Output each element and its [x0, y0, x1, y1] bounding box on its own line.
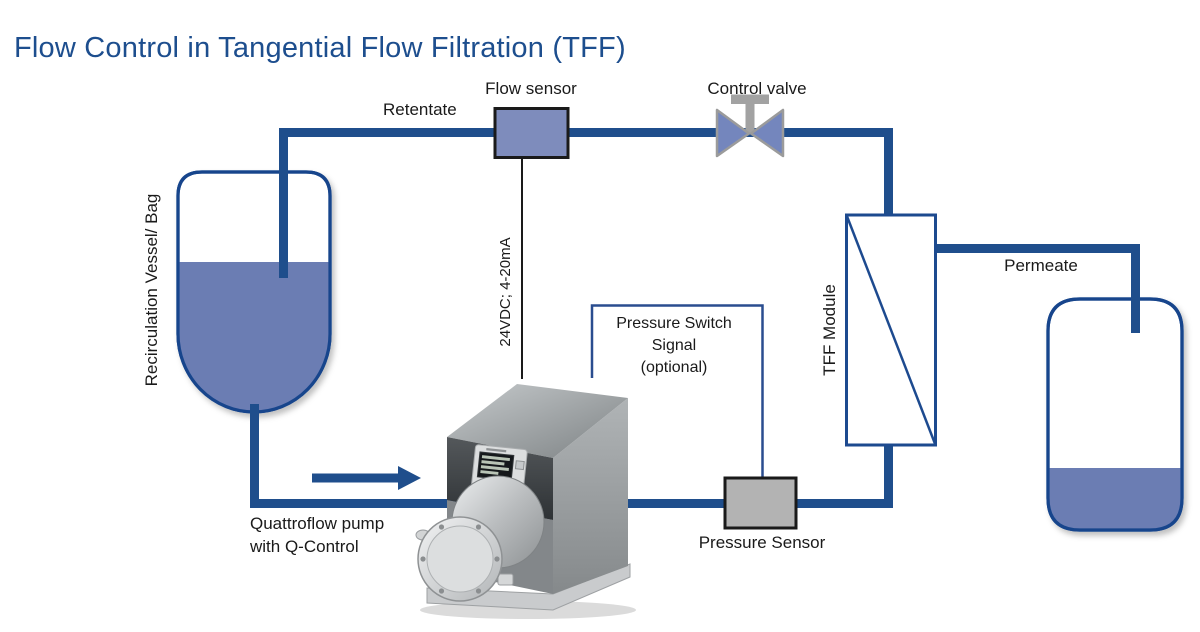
pump-side-face — [553, 398, 628, 594]
valve-handle — [731, 94, 769, 104]
permeate-vessel — [1046, 297, 1184, 532]
control-valve-label: Control valve — [707, 79, 807, 98]
tff-module — [845, 213, 937, 447]
recirculation-vessel — [176, 170, 332, 414]
flow-sensor-signal-label: 24VDC; 4-20mA — [497, 237, 514, 347]
flow-direction-arrow — [312, 466, 421, 490]
pressure-switch-line1: Pressure Switch — [616, 315, 732, 332]
flow-sensor-label: Flow sensor — [485, 79, 577, 98]
pipe-permeate — [936, 244, 1140, 333]
pressure-switch-line2: Signal — [651, 337, 697, 354]
pump-label-line2: with Q-Control — [250, 537, 359, 556]
tff-membrane-diagonal — [845, 214, 937, 446]
permeate-liquid — [1048, 468, 1182, 530]
pressure-switch-signal-wire — [590, 304, 764, 478]
pump-label-line1: Quattroflow pump — [250, 514, 385, 533]
pump-head — [415, 475, 545, 602]
pump-label: Quattroflow pump with Q-Control — [250, 512, 384, 558]
page-title: Flow Control in Tangential Flow Filtrati… — [14, 32, 626, 65]
pressure-switch-line3: (optional) — [640, 359, 708, 376]
valve-stem — [745, 100, 755, 134]
pump-button-side — [514, 460, 525, 471]
pump-roof — [447, 384, 628, 458]
recirculation-liquid — [178, 262, 330, 412]
pressure-switch-signal-label: Pressure Switch Signal (optional) — [599, 313, 749, 379]
permeate-label: Permeate — [1004, 256, 1078, 275]
pressure-sensor-label: Pressure Sensor — [698, 533, 826, 552]
recirculation-vessel-label: Recirculation Vessel/ Bag — [141, 193, 161, 387]
quattroflow-pump — [415, 384, 636, 619]
retentate-label: Retentate — [383, 100, 457, 119]
flow-sensor — [493, 107, 570, 159]
pressure-sensor — [723, 476, 798, 530]
pipe-top-retentate — [279, 128, 893, 278]
tff-module-label: TFF Module — [819, 284, 839, 376]
control-valve — [715, 94, 785, 158]
